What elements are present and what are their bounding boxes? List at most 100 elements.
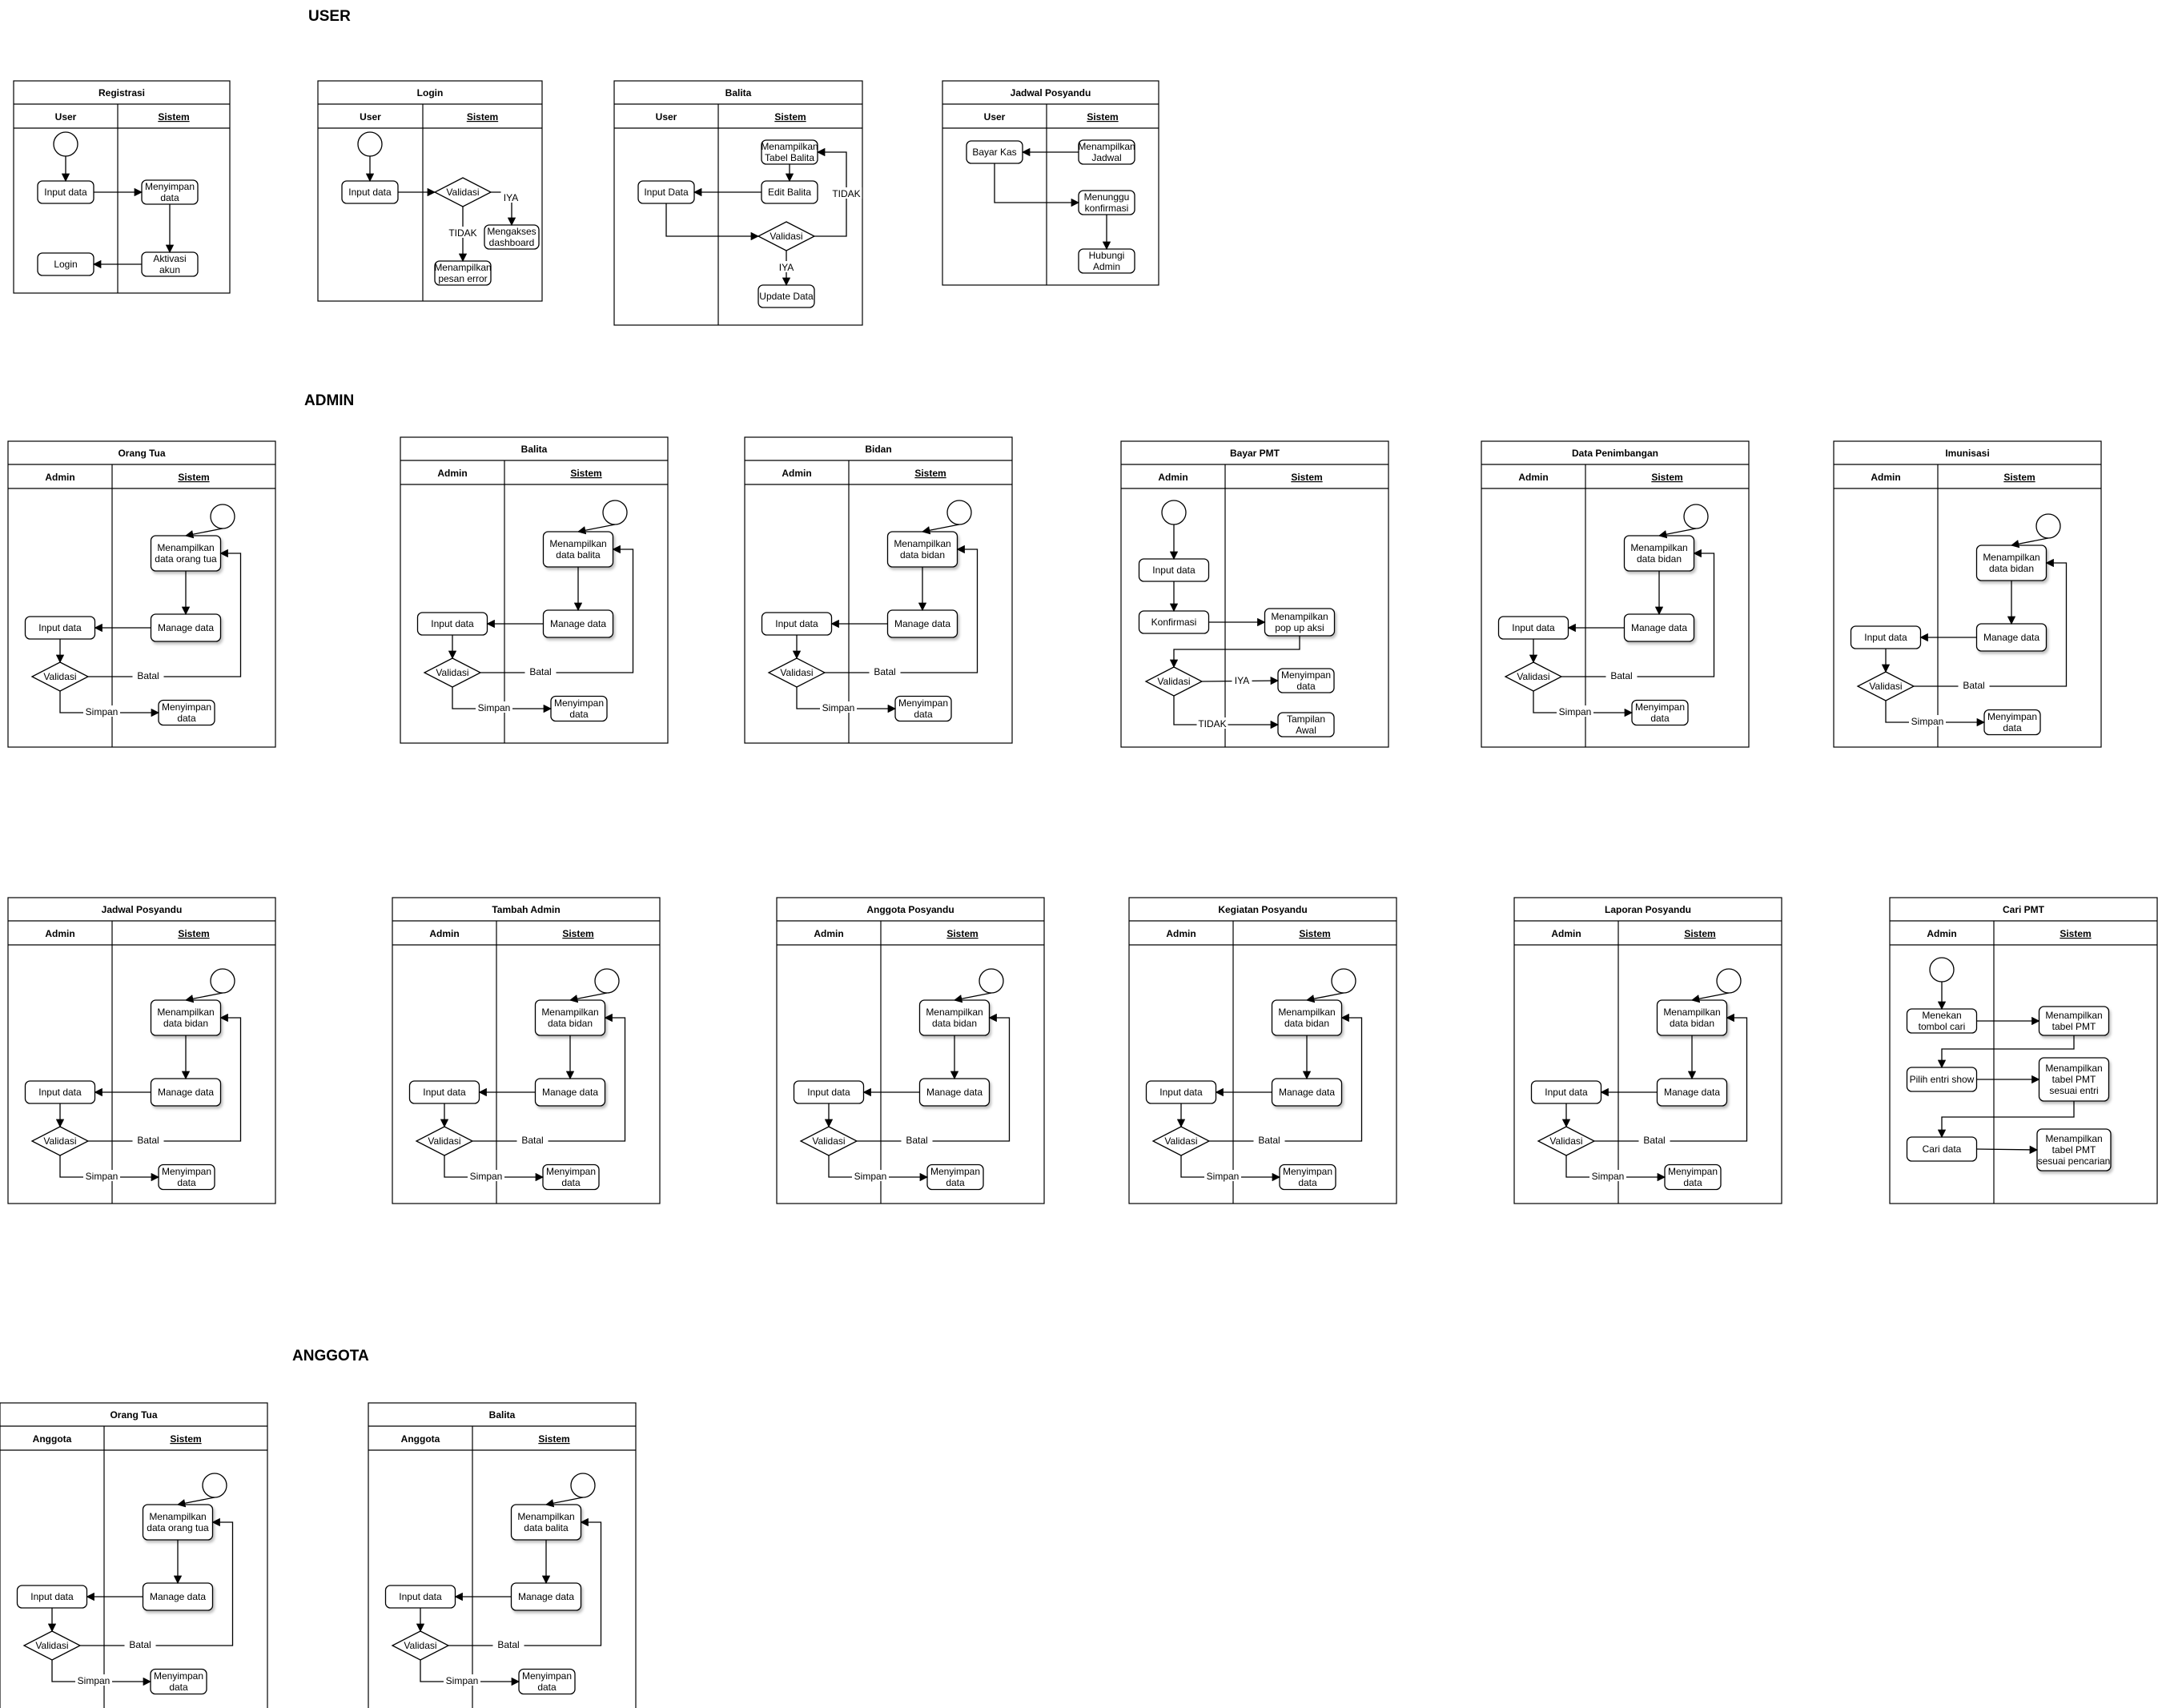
input-data-node: Input data <box>793 1080 865 1104</box>
start-circle <box>357 131 383 157</box>
edge-label-cancel: Batal <box>906 1135 927 1146</box>
edge-label-no: TIDAK <box>448 227 476 239</box>
edge-label-yes: IYA <box>504 192 518 203</box>
menampilkan-data-bidan-node-text: Menampilkan <box>926 1007 983 1018</box>
start-circle <box>594 968 620 994</box>
edge-label-save: Simpan <box>1592 1171 1625 1182</box>
validasi-decision-text: Validasi <box>404 1640 436 1651</box>
validasi-decision: Validasi <box>767 657 826 688</box>
start-circle <box>1161 500 1187 525</box>
edge-save <box>420 1660 520 1686</box>
menyimpan-data-node-text: Menyimpan <box>1668 1166 1718 1177</box>
start-node <box>210 968 235 994</box>
validasi-decision-text: Validasi <box>43 1135 76 1147</box>
menampilkan-pesan-error-node-text: Menampilkan <box>434 262 491 273</box>
input-data-node: Input data <box>1530 1080 1602 1104</box>
login-node-text: Login <box>54 259 77 270</box>
edge-label-cancel: Batal <box>137 670 159 681</box>
diagram-frame <box>1481 440 1750 748</box>
menekan-tombol-cari-node-text: tombol cari <box>1919 1021 1966 1032</box>
start-node <box>53 131 78 157</box>
menekan-tombol-cari-node-text: Menekan <box>1922 1010 1961 1021</box>
diagram-title: Laporan Posyandu <box>1605 904 1691 915</box>
edge-start-show <box>545 1497 584 1508</box>
menampilkan-jadwal-node-text: Jadwal <box>1091 152 1121 163</box>
edge-label-save-bg <box>83 705 120 717</box>
lane-header-right: Sistem <box>158 111 189 123</box>
edge-pay-wait <box>994 163 1080 207</box>
edge-search-result <box>1976 1145 2039 1155</box>
edge-label-save: Simpan <box>1559 706 1592 717</box>
diagram-title: Jadwal Posyandu <box>102 904 183 915</box>
menyimpan-data-node-text: Menyimpan <box>1635 701 1685 713</box>
edge-cancel <box>857 1013 1011 1142</box>
edge-label-yes-bg <box>776 261 797 272</box>
edge-cancel <box>480 545 634 673</box>
validasi-decision-text: Validasi <box>1517 671 1549 682</box>
diagram-title: Jadwal Posyandu <box>1011 87 1091 98</box>
edge-label-no: TIDAK <box>832 188 860 199</box>
menampilkan-data-bidan-node-text: data bidan <box>163 1018 208 1029</box>
menyimpan-data-node-text: data <box>177 1177 196 1188</box>
edge-start-show <box>953 992 992 1003</box>
menyimpan-data-node-text: data <box>1296 681 1316 692</box>
input-data-node-text: Input data <box>775 618 818 629</box>
start-circle <box>946 500 972 525</box>
menyimpan-data-node-text: Menyimpan <box>154 1670 203 1682</box>
lane-header-right: Sistem <box>914 468 946 479</box>
diagram-title: Anggota Posyandu <box>866 904 954 915</box>
edge-label-save: Simpan <box>78 1675 111 1686</box>
menyimpan-data-node-text: data <box>537 1682 557 1693</box>
edge-label-cancel-bg <box>1253 1134 1285 1145</box>
edge-label-save: Simpan <box>854 1171 887 1182</box>
validasi-decision-text: Validasi <box>780 667 813 678</box>
section-title-user: USER <box>308 8 351 25</box>
menampilkan-data-bidan-node-text: Menampilkan <box>157 1007 214 1018</box>
menyimpan-data-node-text: Menyimpan <box>145 181 195 192</box>
menyimpan-data-node-text: data <box>2003 722 2022 733</box>
edge-start-show <box>2010 537 2049 549</box>
edge-label-save-bg <box>852 1170 889 1181</box>
manage-data-node-text: Manage data <box>150 1591 206 1602</box>
manage-data-node-text: Manage data <box>518 1591 574 1602</box>
manage-data-node-text: Manage data <box>542 1087 598 1098</box>
manage-data-node: Manage data <box>142 1582 214 1611</box>
start-circle <box>2035 513 2061 539</box>
aktivasi-akun-node-text: akun <box>159 264 180 275</box>
diagram-title: Bidan <box>865 444 891 455</box>
edge-cancel <box>1561 549 1715 677</box>
menampilkan-pop-up-aksi-node-text: Menampilkan <box>1271 611 1328 622</box>
lane-header-left: Admin <box>1158 472 1188 483</box>
cari-data-node: Cari data <box>1906 1136 1978 1162</box>
section-title-anggota: ANGGOTA <box>292 1348 369 1364</box>
lane-header-left: Admin <box>782 468 811 479</box>
edge-no <box>1173 696 1280 729</box>
edge-label-cancel-bg <box>516 1134 549 1145</box>
menampilkan-data-balita-node-text: data balita <box>524 1522 569 1533</box>
validasi-decision: Validasi <box>1856 671 1915 701</box>
manage-data-node: Manage data <box>150 1078 222 1107</box>
diagram-frame <box>392 897 661 1204</box>
edge-table-entry <box>1937 1035 2075 1069</box>
start-node <box>602 500 628 525</box>
manage-data-node-text: Manage data <box>1279 1087 1335 1098</box>
input-data-node-text: Input data <box>38 622 82 633</box>
diagram-frame <box>7 897 276 1204</box>
